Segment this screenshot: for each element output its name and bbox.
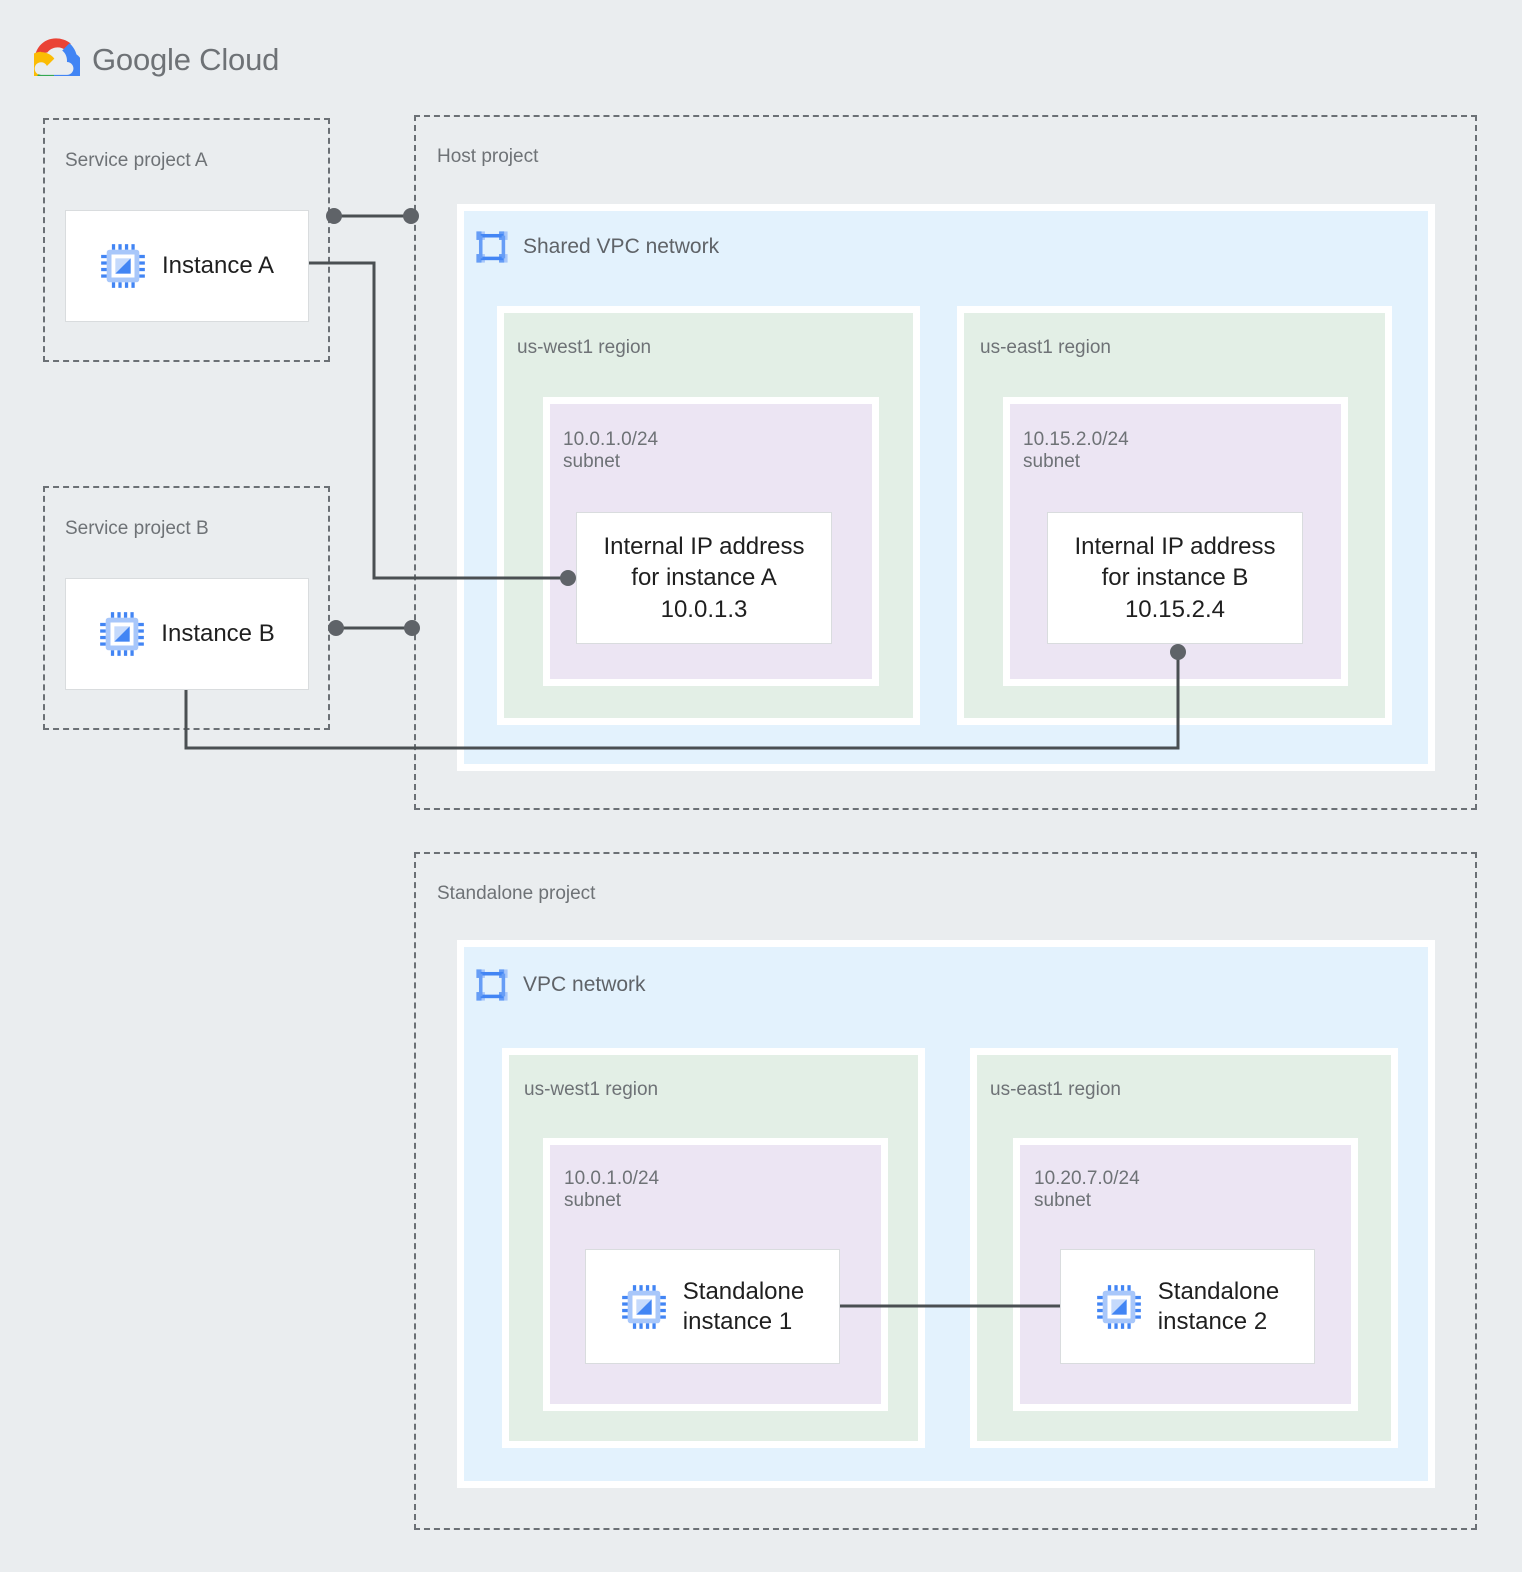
- service-project-a-label: Service project A: [65, 150, 208, 171]
- host-region-us-west1-label: us-west1 region: [517, 337, 652, 358]
- logo-text-light: Cloud: [190, 41, 280, 77]
- instance-a-label: Instance A: [161, 252, 275, 280]
- vm-instance-icon: [1096, 1284, 1142, 1330]
- internal-ip-instance-a-label: Internal IP address for instance A 10.0.…: [603, 533, 805, 623]
- vpc-network-icon: [475, 968, 509, 1002]
- vpc-network-icon: [475, 230, 509, 264]
- standalone-instance-1-card[interactable]: Standalone instance 1: [585, 1249, 840, 1364]
- shared-vpc-network-title: Shared VPC network: [523, 235, 720, 258]
- standalone-project-container: [414, 852, 1477, 1530]
- service-project-b-label: Service project B: [65, 518, 209, 539]
- instance-a-card[interactable]: Instance A: [65, 210, 309, 322]
- instance-b-label: Instance B: [161, 620, 275, 648]
- host-subnet-10-0-1-0-label: 10.0.1.0/24 subnet: [563, 429, 659, 473]
- standalone-instance-2-label: Standalone instance 2: [1157, 1278, 1280, 1335]
- standalone-region-us-east1-label: us-east1 region: [990, 1079, 1121, 1100]
- standalone-instance-1-label: Standalone instance 1: [682, 1278, 805, 1335]
- standalone-subnet-10-0-1-0-label: 10.0.1.0/24 subnet: [564, 1168, 660, 1212]
- standalone-region-us-west1-label: us-west1 region: [524, 1079, 659, 1100]
- shared-vpc-network-header: Shared VPC network: [475, 230, 719, 264]
- internal-ip-instance-a-card[interactable]: Internal IP address for instance A 10.0.…: [576, 512, 832, 644]
- google-cloud-logo: Google Cloud: [24, 38, 279, 86]
- standalone-subnet-10-20-7-0-label: 10.20.7.0/24 subnet: [1034, 1168, 1140, 1212]
- host-region-us-east1-label: us-east1 region: [980, 337, 1111, 358]
- vm-instance-icon: [100, 243, 146, 289]
- internal-ip-instance-b-card[interactable]: Internal IP address for instance B 10.15…: [1047, 512, 1303, 644]
- logo-text-bold: Google: [92, 41, 191, 77]
- service-project-a-container: [43, 118, 330, 362]
- host-project-label: Host project: [437, 146, 539, 167]
- standalone-vpc-network-header: VPC network: [475, 968, 646, 1002]
- google-cloud-logo-icon: [24, 38, 84, 86]
- wire-dot-service-b: [328, 620, 344, 636]
- standalone-project-label: Standalone project: [437, 883, 596, 904]
- internal-ip-instance-b-label: Internal IP address for instance B 10.15…: [1074, 533, 1276, 623]
- logo-text: Google Cloud: [92, 42, 279, 78]
- standalone-vpc-network-title: VPC network: [523, 973, 646, 996]
- standalone-instance-2-card[interactable]: Standalone instance 2: [1060, 1249, 1315, 1364]
- instance-b-card[interactable]: Instance B: [65, 578, 309, 690]
- vm-instance-icon: [621, 1284, 667, 1330]
- vm-instance-icon: [99, 611, 145, 657]
- host-subnet-10-15-2-0-label: 10.15.2.0/24 subnet: [1023, 429, 1129, 473]
